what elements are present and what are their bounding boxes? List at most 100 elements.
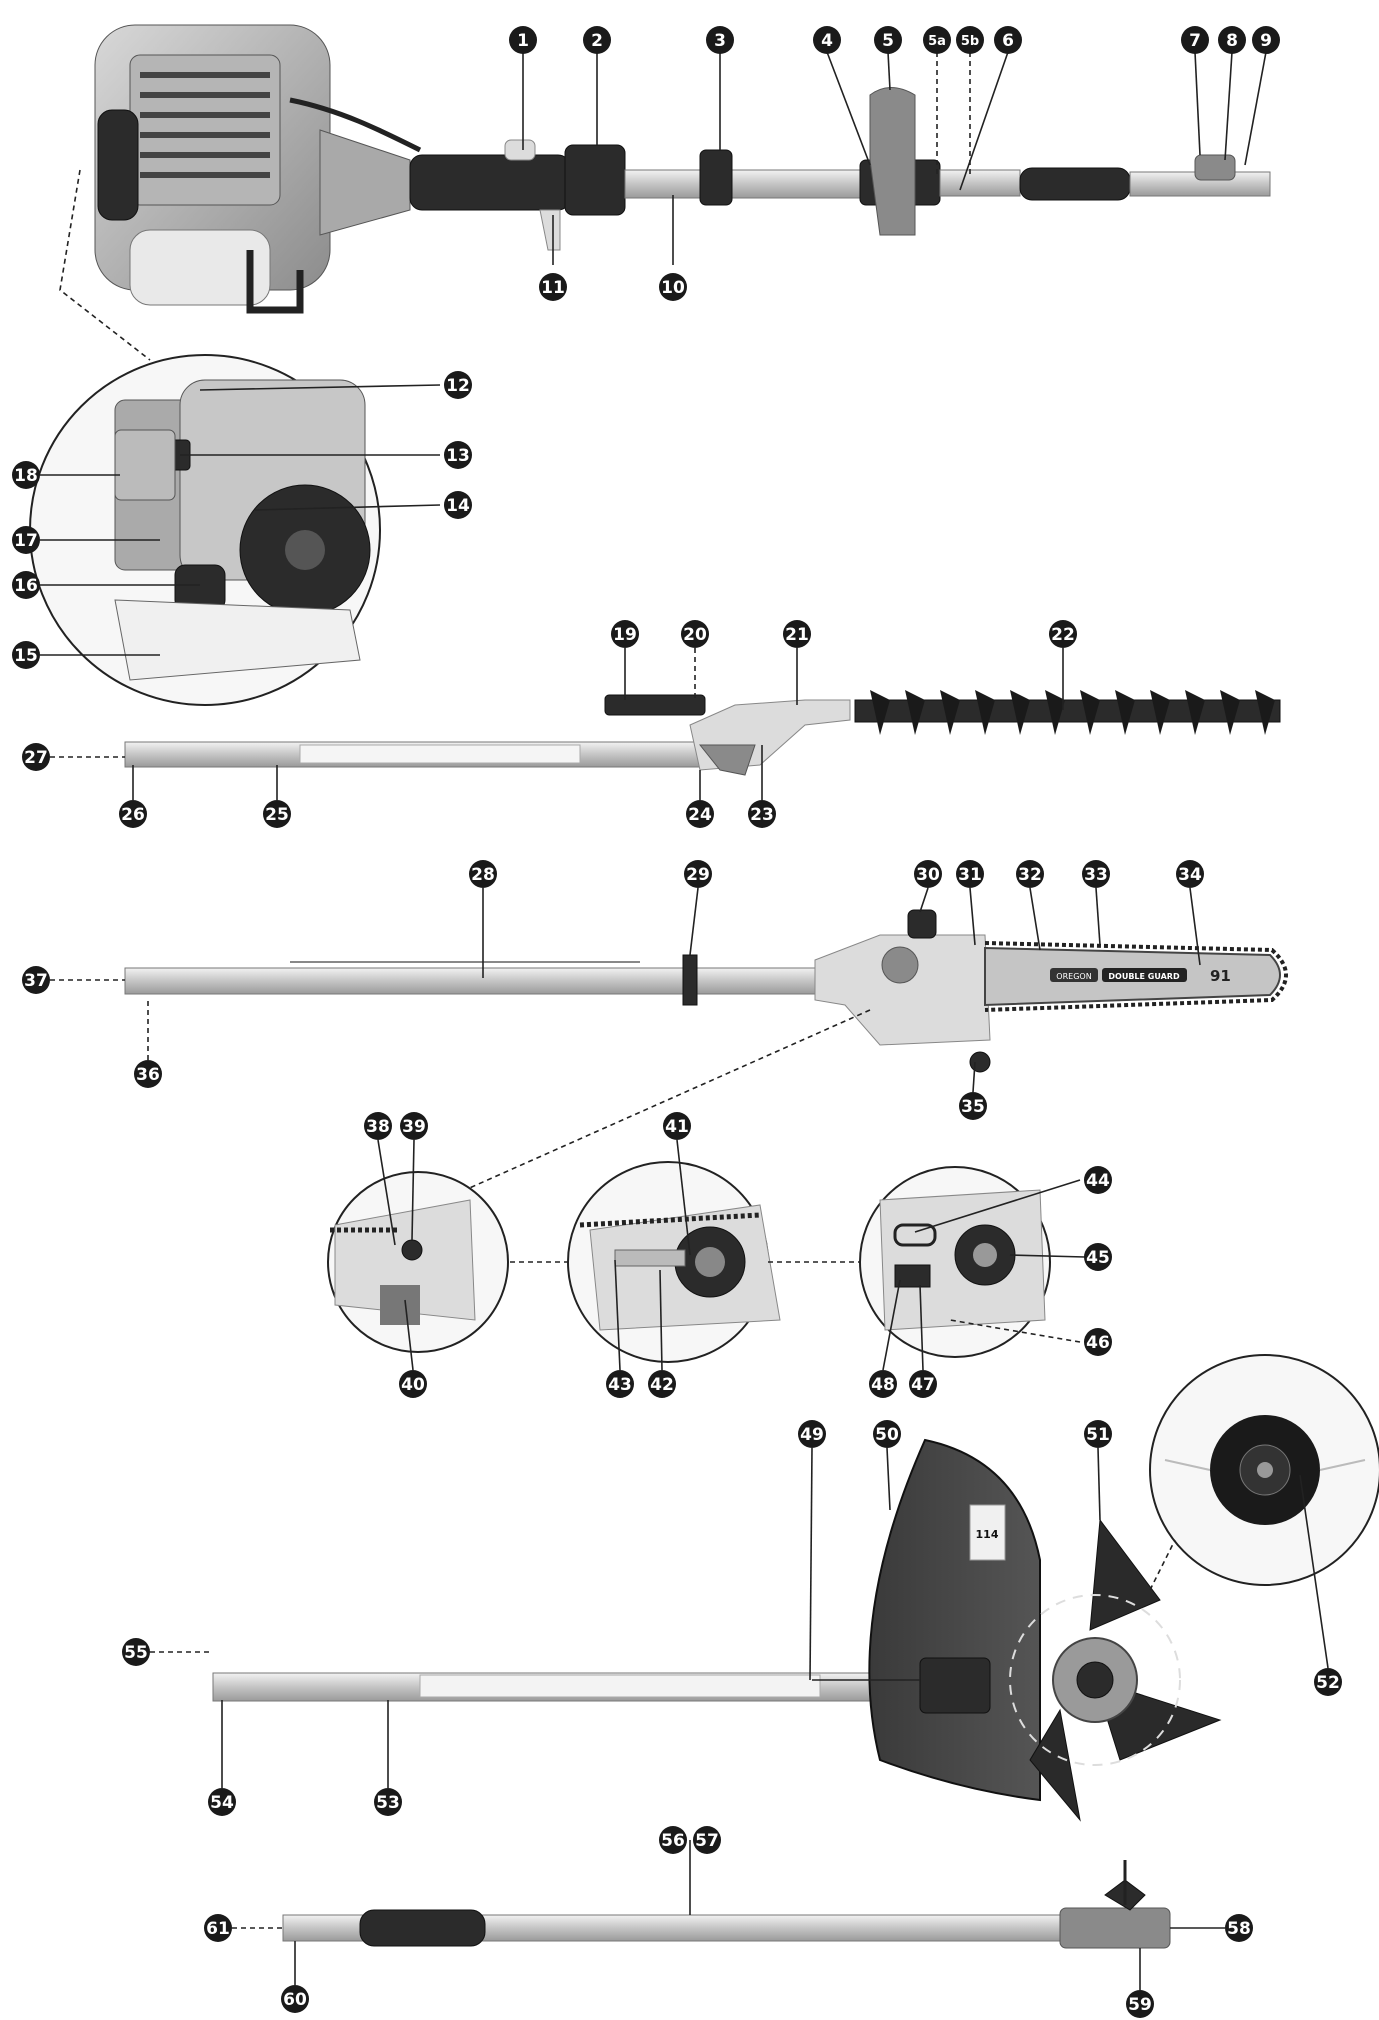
callout-3: 3	[706, 26, 734, 54]
fuel-tank	[129, 229, 271, 306]
callout-10: 10	[659, 273, 687, 301]
bar-doubleguard-badge	[1102, 968, 1187, 982]
svg-text:5b: 5b	[961, 34, 979, 49]
svg-text:36: 36	[136, 1065, 160, 1085]
callout-30: 30	[914, 860, 942, 888]
guard-sticker	[969, 1504, 1006, 1561]
callout-5: 5	[874, 26, 902, 54]
svg-text:55: 55	[124, 1643, 148, 1663]
callout-38: 38	[364, 1112, 392, 1140]
svg-text:45: 45	[1086, 1248, 1110, 1268]
power-head	[94, 24, 1271, 314]
guard-bracket	[919, 1657, 991, 1714]
trimmer-head-detail	[1164, 1415, 1366, 1525]
hedge-shaft-label	[299, 744, 581, 764]
callout-48: 48	[869, 1370, 897, 1398]
callout-2: 2	[583, 26, 611, 54]
throttle-cable	[289, 97, 422, 153]
svg-text:12: 12	[446, 376, 470, 396]
callout-31: 31	[956, 860, 984, 888]
pole-saw-tension-screw	[969, 1051, 991, 1073]
svg-text:60: 60	[283, 1990, 307, 2010]
svg-text:18: 18	[14, 466, 38, 486]
pole-saw-stop-collar	[682, 954, 698, 1006]
callout-18: 18	[12, 461, 40, 489]
bar-doubleguard-text: DOUBLE GUARD	[1108, 972, 1180, 981]
callout-27: 27	[22, 743, 50, 771]
callout-33: 33	[1082, 860, 1110, 888]
hedge-blade-teeth	[870, 690, 1275, 735]
callout-23: 23	[748, 800, 776, 828]
callout-36: 36	[134, 1060, 162, 1088]
callout-26: 26	[119, 800, 147, 828]
svg-text:47: 47	[911, 1375, 935, 1395]
guard-sticker-text: 114	[976, 1528, 999, 1541]
svg-text:56: 56	[661, 1831, 685, 1851]
chain-cover-detail	[330, 1199, 476, 1325]
callout-16: 16	[12, 571, 40, 599]
callout-24: 24	[686, 800, 714, 828]
sprocket-detail	[579, 1204, 781, 1331]
svg-text:34: 34	[1178, 865, 1202, 885]
callout-19: 19	[611, 620, 639, 648]
oil-pump-detail	[879, 1189, 1046, 1331]
svg-text:13: 13	[446, 446, 470, 466]
callout-11: 11	[539, 273, 567, 301]
svg-text:52: 52	[1316, 1673, 1340, 1693]
callout-54: 54	[208, 1788, 236, 1816]
extension-pole-grip	[359, 1909, 486, 1947]
callout-29: 29	[684, 860, 712, 888]
callout-20: 20	[681, 620, 709, 648]
recoil-starter-housing	[97, 109, 139, 221]
callout-7: 7	[1181, 26, 1209, 54]
pole-saw-gearbox	[814, 934, 991, 1046]
svg-text:59: 59	[1128, 1995, 1152, 2015]
svg-text:27: 27	[24, 748, 48, 768]
callout-37: 37	[22, 966, 50, 994]
svg-text:6: 6	[1002, 31, 1014, 51]
throttle-trigger	[539, 209, 561, 251]
svg-text:61: 61	[206, 1919, 230, 1939]
air-filter-cover	[114, 429, 176, 501]
svg-text:32: 32	[1018, 865, 1042, 885]
svg-text:9: 9	[1260, 31, 1272, 51]
callout-34: 34	[1176, 860, 1204, 888]
svg-text:25: 25	[265, 805, 289, 825]
svg-text:4: 4	[821, 31, 833, 51]
oil-tank-cap	[881, 946, 919, 984]
extension-coupler	[1059, 1907, 1171, 1949]
bar-oregon-text: OREGON	[1056, 972, 1091, 981]
svg-text:15: 15	[14, 646, 38, 666]
callout-5a: 5a	[923, 26, 951, 54]
svg-text:28: 28	[471, 865, 495, 885]
callout-35: 35	[959, 1092, 987, 1120]
svg-text:53: 53	[376, 1793, 400, 1813]
loop-handle	[869, 87, 916, 236]
hedge-handle	[604, 694, 706, 716]
callout-47: 47	[909, 1370, 937, 1398]
callout-8: 8	[1218, 26, 1246, 54]
callout-25: 25	[263, 800, 291, 828]
callout-28: 28	[469, 860, 497, 888]
svg-text:31: 31	[958, 865, 982, 885]
svg-text:24: 24	[688, 805, 712, 825]
svg-text:48: 48	[871, 1375, 895, 1395]
svg-text:1: 1	[517, 31, 529, 51]
svg-text:35: 35	[961, 1097, 985, 1117]
callout-32: 32	[1016, 860, 1044, 888]
svg-text:26: 26	[121, 805, 145, 825]
svg-text:17: 17	[14, 531, 38, 551]
locking-knob	[1194, 154, 1236, 181]
callout-14: 14	[444, 491, 472, 519]
callout-45: 45	[1084, 1243, 1112, 1271]
callout-58: 58	[1225, 1914, 1253, 1942]
rear-handle-grip	[409, 154, 571, 211]
callout-5b: 5b	[956, 26, 984, 54]
brush-cutter-shaft-label	[419, 1674, 821, 1698]
svg-text:14: 14	[446, 496, 470, 516]
extension-pole	[282, 1860, 1171, 1949]
svg-text:29: 29	[686, 865, 710, 885]
svg-text:49: 49	[800, 1425, 824, 1445]
svg-text:58: 58	[1227, 1919, 1251, 1939]
callout-50: 50	[873, 1420, 901, 1448]
